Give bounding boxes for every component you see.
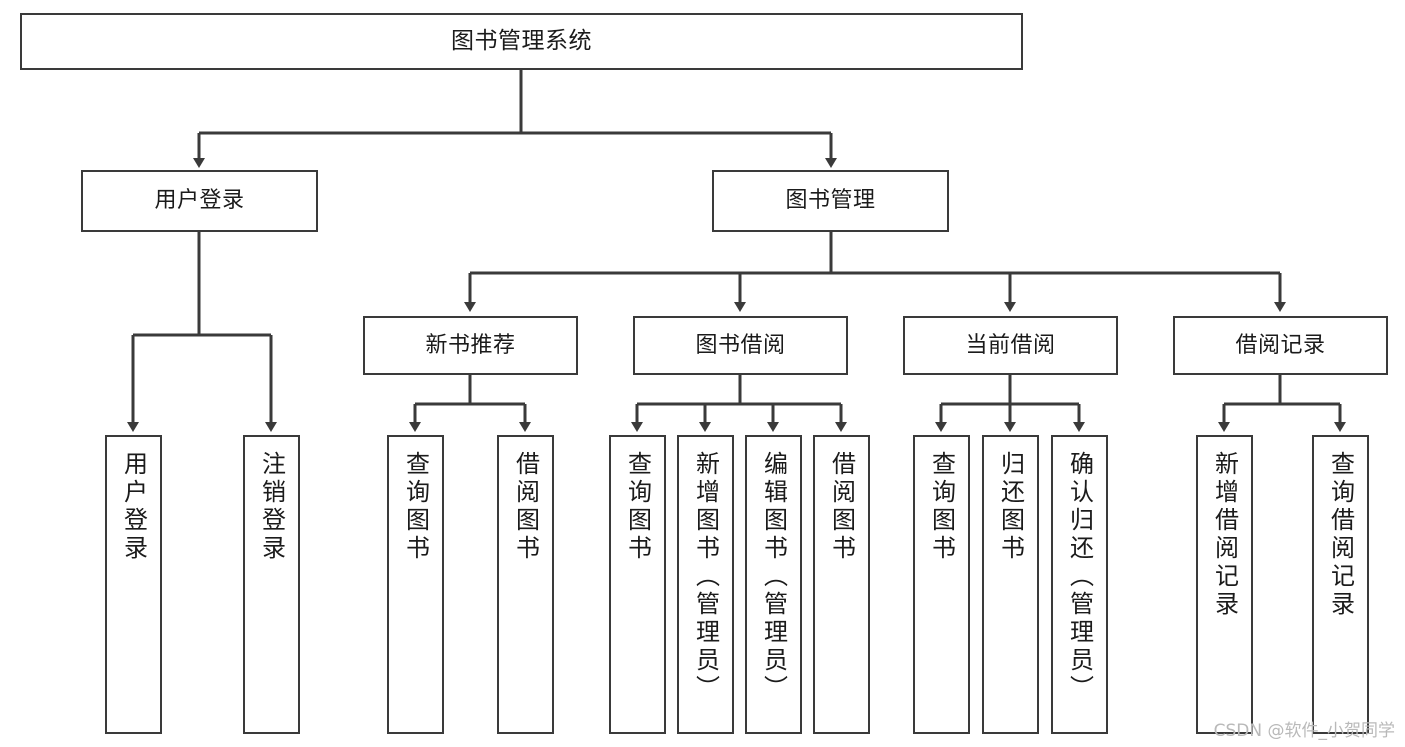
leaf-borrow-record-query[interactable]: 查询借阅记录 [1312,435,1369,734]
node-label: 图书管理系统 [451,27,592,54]
node-new-book-recommend[interactable]: 新书推荐 [363,316,578,375]
node-label: 新增借阅记录 [1210,451,1239,619]
watermark: CSDN @软件_小贺同学 [1213,721,1395,741]
leaf-current-borrow-query[interactable]: 查询图书 [913,435,970,734]
leaf-current-borrow-confirm-return[interactable]: 确认归还（管理员） [1051,435,1108,734]
node-label: 新书推荐 [425,332,516,358]
node-label: 当前借阅 [965,332,1056,358]
node-label: 查询图书 [927,451,956,563]
leaf-current-borrow-return[interactable]: 归还图书 [982,435,1039,734]
leaf-book-borrow-edit[interactable]: 编辑图书（管理员） [745,435,802,734]
node-current-borrow[interactable]: 当前借阅 [903,316,1118,375]
node-label: 查询借阅记录 [1326,451,1355,619]
node-book-borrow[interactable]: 图书借阅 [633,316,848,375]
node-label: 借阅图书 [827,451,856,563]
node-label: 确认归还（管理员） [1065,451,1094,703]
leaf-user-login-signin[interactable]: 用户登录 [105,435,162,734]
leaf-book-borrow-query[interactable]: 查询图书 [609,435,666,734]
leaf-new-book-query[interactable]: 查询图书 [387,435,444,734]
node-label: 借阅记录 [1235,332,1326,358]
node-book-management[interactable]: 图书管理 [712,170,949,232]
node-label: 查询图书 [623,451,652,563]
node-label: 借阅图书 [511,451,540,563]
node-label: 编辑图书（管理员） [759,451,788,703]
leaf-borrow-record-add[interactable]: 新增借阅记录 [1196,435,1253,734]
node-user-login[interactable]: 用户登录 [81,170,318,232]
node-root-system[interactable]: 图书管理系统 [20,13,1023,70]
node-label: 图书借阅 [695,332,786,358]
leaf-book-borrow-add[interactable]: 新增图书（管理员） [677,435,734,734]
leaf-new-book-borrow[interactable]: 借阅图书 [497,435,554,734]
node-label: 用户登录 [119,451,148,563]
leaf-book-borrow-lend[interactable]: 借阅图书 [813,435,870,734]
node-label: 查询图书 [401,451,430,563]
node-label: 用户登录 [154,188,245,214]
node-label: 归还图书 [996,451,1025,563]
node-label: 注销登录 [257,451,286,563]
node-label: 图书管理 [785,188,876,214]
node-label: 新增图书（管理员） [691,451,720,703]
node-borrow-record[interactable]: 借阅记录 [1173,316,1388,375]
leaf-user-login-signout[interactable]: 注销登录 [243,435,300,734]
